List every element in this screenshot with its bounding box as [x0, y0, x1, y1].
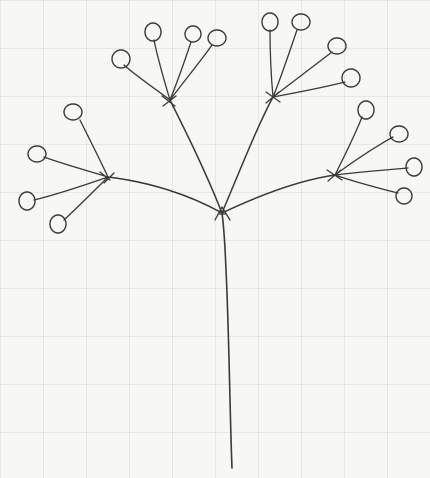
pedicel — [335, 117, 362, 175]
floret-bud-icon — [185, 26, 201, 42]
ray-upper-left — [170, 100, 222, 213]
umbel-upper-right — [262, 13, 360, 103]
ray-left — [108, 177, 222, 213]
pedicel — [170, 42, 191, 100]
pedicel — [80, 120, 108, 177]
floret-bud-icon — [390, 126, 408, 142]
pedicel — [335, 168, 408, 175]
floret-bud-icon — [262, 13, 278, 31]
floret-bud-icon — [112, 50, 130, 68]
umbel-left — [19, 104, 114, 233]
umbel-right — [327, 101, 422, 204]
primary-rays — [108, 97, 335, 220]
floret-bud-icon — [406, 158, 422, 176]
floret-bud-icon — [28, 146, 46, 162]
floret-bud-icon — [19, 192, 35, 210]
pedicel — [64, 177, 108, 220]
floret-bud-icon — [342, 69, 360, 87]
pedicel — [124, 65, 170, 100]
floret-bud-icon — [328, 38, 346, 54]
pedicel — [335, 175, 398, 193]
floret-bud-icon — [145, 23, 161, 41]
ray-right — [222, 175, 335, 213]
floret-bud-icon — [50, 215, 66, 233]
pedicel — [170, 45, 212, 100]
umbel-upper-left — [112, 23, 226, 106]
floret-bud-icon — [64, 104, 82, 120]
pedicel — [270, 30, 273, 97]
floret-bud-icon — [292, 14, 310, 30]
floret-bud-icon — [208, 30, 226, 46]
pedicel — [154, 40, 170, 100]
pedicel — [273, 30, 297, 97]
floret-bud-icon — [396, 188, 412, 204]
floret-bud-icon — [358, 101, 374, 119]
pedicel — [44, 157, 108, 177]
ray-upper-right — [222, 97, 273, 213]
main-stem — [222, 213, 232, 468]
